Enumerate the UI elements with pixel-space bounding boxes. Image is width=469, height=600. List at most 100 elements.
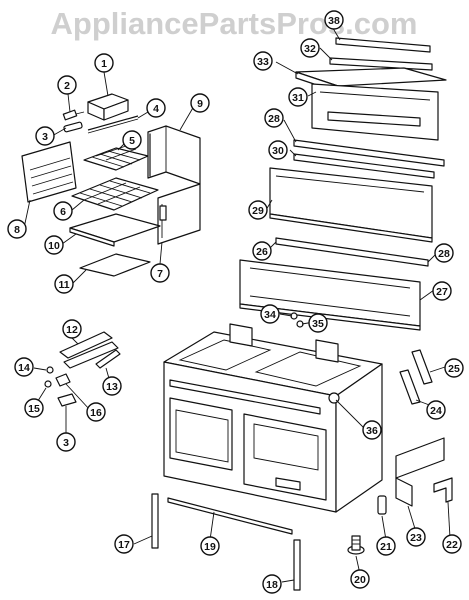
callout-circle [324, 10, 344, 30]
callout-circle [248, 200, 268, 220]
part-23-bracket [395, 437, 445, 507]
part-14-screw [46, 366, 54, 374]
callout-number: 3 [42, 131, 48, 143]
callout-circle [35, 126, 55, 146]
callout-circle [24, 398, 44, 418]
callout-circle [54, 274, 74, 294]
callout-35: 35 [308, 313, 328, 333]
part-5-upper-rack [83, 145, 149, 171]
callout-8: 8 [7, 219, 27, 239]
callout-circle [350, 569, 370, 589]
callout-circle [300, 38, 320, 58]
callout-circle [362, 420, 382, 440]
cabinet-body [163, 323, 383, 513]
callout-circle [260, 304, 280, 324]
part-18-strip [293, 539, 301, 591]
callout-circle [57, 75, 77, 95]
callout-number: 6 [60, 206, 66, 218]
callout-7: 7 [150, 263, 170, 283]
callout-number: 17 [118, 539, 130, 551]
part-12-handle [59, 331, 119, 369]
part-3-lower-switch [57, 393, 77, 407]
part-24-strip [399, 369, 421, 405]
callout-circle [94, 53, 114, 73]
callout-circle [62, 319, 82, 339]
callout-circle [102, 376, 122, 396]
callout-circle [86, 402, 106, 422]
callout-number: 20 [354, 574, 366, 586]
callout-18: 18 [262, 574, 282, 594]
part-19-strip [167, 497, 293, 535]
callout-20: 20 [350, 569, 370, 589]
part-4-rod [87, 115, 139, 131]
riser-left [229, 323, 253, 347]
callout-number: 7 [157, 268, 163, 280]
watermark-text: AppliancePartsPros.com [51, 6, 418, 41]
callout-1: 1 [94, 53, 114, 73]
part-31-panel [311, 83, 439, 141]
callout-number: 33 [257, 56, 269, 68]
callout-number: 2 [64, 80, 70, 92]
callout-circle [146, 98, 166, 118]
callout-number: 1 [101, 58, 107, 70]
hardware-group [44, 331, 121, 407]
callout-36: 36 [362, 420, 382, 440]
callout-33: 33 [253, 51, 273, 71]
callout-16: 16 [86, 402, 106, 422]
callout-number: 31 [292, 92, 304, 104]
callout-11: 11 [54, 274, 74, 294]
callout-number: 26 [256, 246, 268, 258]
callout-24: 24 [426, 400, 446, 420]
part-17-strip [151, 493, 159, 549]
callout-number: 15 [28, 403, 40, 415]
callout-number: 28 [268, 113, 280, 125]
part-29-panel [269, 167, 433, 243]
callout-circle [268, 140, 288, 160]
callout-number: 36 [366, 425, 378, 437]
part-9-back-wall [147, 125, 201, 185]
callout-circle [190, 93, 210, 113]
callout-25: 25 [444, 358, 464, 378]
callout-circle [200, 536, 220, 556]
panel-assembly-group [239, 37, 447, 331]
callout-number: 27 [436, 286, 448, 298]
callout-21: 21 [376, 536, 396, 556]
part-3-switch [63, 121, 83, 133]
part-38-trim [335, 37, 431, 53]
callout-30: 30 [268, 140, 288, 160]
callout-3a: 3 [35, 126, 55, 146]
callout-38: 38 [324, 10, 344, 30]
part-10-bottom-tray [69, 213, 161, 247]
callout-circle [44, 235, 64, 255]
callout-circle [376, 536, 396, 556]
callout-28a: 28 [264, 108, 284, 128]
callout-2: 2 [57, 75, 77, 95]
callout-28b: 28 [434, 243, 454, 263]
callout-number: 5 [129, 135, 135, 147]
part-28-trim-lower [275, 237, 429, 267]
callout-circle [288, 87, 308, 107]
cabinet-right-cavity [243, 413, 327, 501]
callout-27: 27 [432, 281, 452, 301]
callout-circle [308, 313, 328, 333]
callout-number: 8 [14, 224, 20, 236]
part-7-side-wall [157, 183, 201, 245]
callout-circle [122, 130, 142, 150]
part-15-screw [44, 380, 52, 388]
part-27-panel [239, 259, 421, 331]
callout-5: 5 [122, 130, 142, 150]
callout-number: 22 [446, 539, 458, 551]
callout-26: 26 [252, 241, 272, 261]
part-11-floor-plate [79, 253, 151, 277]
callout-number: 23 [410, 532, 422, 544]
callout-circle [53, 201, 73, 221]
callout-22: 22 [442, 534, 462, 554]
callout-17: 17 [114, 534, 134, 554]
callout-circle [56, 432, 76, 452]
part-6-lower-rack [71, 177, 159, 211]
callout-number: 18 [266, 579, 278, 591]
part-20-leveler [347, 535, 365, 555]
callout-circle [426, 400, 446, 420]
callout-number: 29 [252, 205, 264, 217]
